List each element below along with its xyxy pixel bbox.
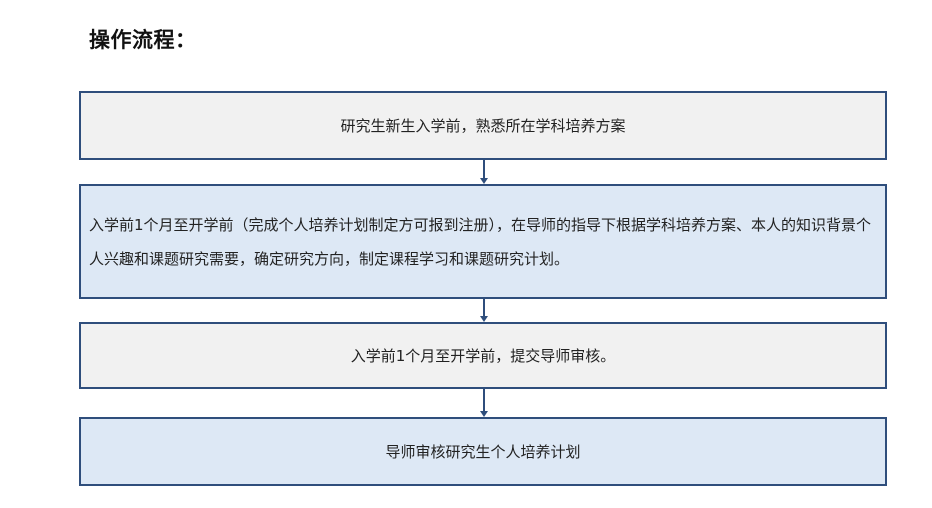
flow-arrow-1	[480, 160, 488, 184]
page-title: 操作流程：	[89, 28, 197, 52]
flow-arrow-3	[480, 389, 488, 417]
flow-arrow-2	[480, 299, 488, 322]
flow-step-3-text: 入学前1个月至开学前，提交导师审核。	[350, 346, 616, 365]
flow-step-1: 研究生新生入学前，熟悉所在学科培养方案	[79, 91, 887, 160]
flow-step-1-text: 研究生新生入学前，熟悉所在学科培养方案	[340, 116, 626, 135]
flow-step-4: 导师审核研究生个人培养计划	[79, 417, 887, 486]
flow-step-2-text: 入学前1个月至开学前（完成个人培养计划制定方可报到注册），在导师的指导下根据学科…	[89, 215, 872, 268]
flow-step-4-text: 导师审核研究生个人培养计划	[385, 442, 581, 461]
flow-step-2: 入学前1个月至开学前（完成个人培养计划制定方可报到注册），在导师的指导下根据学科…	[79, 184, 887, 299]
flow-step-3: 入学前1个月至开学前，提交导师审核。	[79, 322, 887, 389]
